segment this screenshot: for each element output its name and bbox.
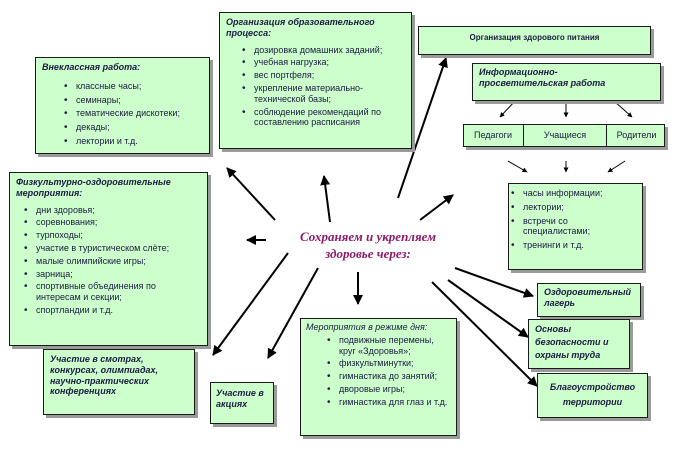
central-statement: Сохраняем и укрепляем здоровье через: xyxy=(258,229,478,263)
contests-line1: Участие в смотрах, xyxy=(50,354,144,364)
list-item: гимнастика до занятий; xyxy=(327,371,451,383)
group-divider xyxy=(523,125,524,146)
arrow-to-safety xyxy=(447,279,529,338)
extracurricular-list: классные часы; семинары; тематические ди… xyxy=(42,81,203,148)
list-item: спортивные объединения по интересам и се… xyxy=(24,281,201,303)
health-camp-line2: лагерь xyxy=(544,297,576,308)
educational-process-list: дозировка домашних заданий; учебная нагр… xyxy=(226,45,405,129)
sport-activities-title-2: мероприятия: xyxy=(16,187,83,198)
contests-line4: конференциях xyxy=(50,386,117,397)
list-item: лектории; xyxy=(511,202,636,214)
safety-box: Основы безопасности и охраны труда xyxy=(528,319,630,369)
sport-activities-box: Физкультурно-оздоровительные мероприятия… xyxy=(9,172,208,346)
arrow-teachers-items xyxy=(507,160,528,173)
list-item: зарница; xyxy=(24,269,201,281)
list-item: соревнования; xyxy=(24,217,201,229)
audience-groups-box: Педагоги Учащиеся Родители xyxy=(463,124,665,147)
educational-process-title-2: процесса: xyxy=(226,27,272,38)
extracurricular-title: Внеклассная работа: xyxy=(42,62,141,72)
arrow-parents-items xyxy=(607,160,626,173)
territory-line2: территории xyxy=(562,396,623,407)
territory-line1: Благоустройство xyxy=(549,382,636,392)
list-item: тренинги и т.д. xyxy=(511,240,636,252)
arrow-to-org-process xyxy=(320,175,331,223)
arrow-to-contests xyxy=(212,252,289,356)
list-item: учебная нагрузка; xyxy=(242,57,405,69)
arrow-to-nutrition xyxy=(397,57,448,199)
group-divider xyxy=(606,125,607,146)
actions-line1: Участие в xyxy=(216,388,264,398)
healthy-nutrition-box: Организация здорового питания xyxy=(418,26,651,55)
list-item: дворовые игры; xyxy=(327,384,451,396)
list-item: встречи со специалистами; xyxy=(511,216,636,238)
info-work-title-2: просветительская работа xyxy=(479,77,606,88)
group-students: Учащиеся xyxy=(543,130,587,140)
daily-routine-title: Мероприятия в режиме дня: xyxy=(306,322,428,332)
educational-process-box: Организация образовательного процесса: д… xyxy=(219,12,412,149)
central-statement-line2: здоровье через: xyxy=(325,245,411,261)
extracurricular-box: Внеклассная работа: классные часы; семин… xyxy=(35,57,210,154)
info-work-box: Информационно- просветительская работа xyxy=(472,63,661,101)
list-item: укрепление материально-технической базы; xyxy=(242,83,405,105)
list-item: вес портфеля; xyxy=(242,70,405,82)
safety-line1: Основы xyxy=(535,324,572,334)
health-camp-box: Оздоровительный лагерь xyxy=(537,283,641,317)
central-statement-line1: Сохраняем и укрепляем xyxy=(299,229,437,244)
list-item: семинары; xyxy=(64,95,203,107)
arrow-to-vneklass xyxy=(226,167,276,221)
list-item: лектории и т.д. xyxy=(64,136,203,148)
list-item: дозировка домашних заданий; xyxy=(242,45,405,57)
list-item: спортландии и т.д. xyxy=(24,305,201,317)
sport-activities-list: дни здоровья; соревнования; турпоходы; у… xyxy=(16,205,201,317)
list-item: турпоходы; xyxy=(24,230,201,242)
safety-line3: охраны труда xyxy=(535,349,601,360)
list-item: физкультминутки; xyxy=(327,358,451,370)
safety-line2: безопасности и xyxy=(535,336,609,347)
daily-routine-list: подвижные перемены, круг «Здоровья»; физ… xyxy=(306,335,451,409)
info-activities-box: часы информации; лектории; встречи со сп… xyxy=(508,183,643,270)
arrow-to-territory xyxy=(431,281,538,387)
info-work-title-1: Информационно- xyxy=(479,67,558,77)
actions-box: Участие в акциях xyxy=(210,382,274,424)
list-item: тематические дискотеки; xyxy=(64,108,203,120)
territory-box: Благоустройство территории xyxy=(537,373,648,418)
list-item: участие в туристическом слёте; xyxy=(24,243,201,255)
arrow-to-camp xyxy=(454,267,534,298)
list-item: часы информации; xyxy=(511,188,636,200)
group-teachers: Педагоги xyxy=(474,130,512,140)
arrow-to-actions xyxy=(267,267,319,359)
arrow-info-teachers xyxy=(499,100,516,118)
contests-line3: научно-практических xyxy=(50,375,149,386)
sport-activities-title-1: Физкультурно-оздоровительные xyxy=(16,177,171,187)
list-item: декады; xyxy=(64,122,203,134)
healthy-nutrition-title: Организация здорового питания xyxy=(469,33,600,42)
list-item: малые олимпийские игры; xyxy=(24,256,201,268)
contests-line2: конкурсах, олимпиадах, xyxy=(50,364,159,375)
actions-line2: акциях xyxy=(216,398,248,409)
list-item: классные часы; xyxy=(64,81,203,93)
list-item: подвижные перемены, круг «Здоровья»; xyxy=(327,335,451,357)
list-item: гимнастика для глаз и т.д. xyxy=(327,397,451,409)
list-item: дни здоровья; xyxy=(24,205,201,217)
health-camp-line1: Оздоровительный xyxy=(544,287,632,297)
group-parents: Родители xyxy=(616,130,657,140)
daily-routine-box: Мероприятия в режиме дня: подвижные пере… xyxy=(300,318,457,436)
list-item: соблюдение рекомендаций по составлению р… xyxy=(242,107,405,129)
arrow-to-info xyxy=(419,194,454,221)
arrow-info-parents xyxy=(613,100,633,118)
contests-box: Участие в смотрах, конкурсах, олимпиадах… xyxy=(43,349,195,415)
info-activities-list: часы информации; лектории; встречи со сп… xyxy=(511,188,636,252)
educational-process-title-1: Организация образовательного xyxy=(226,17,375,27)
